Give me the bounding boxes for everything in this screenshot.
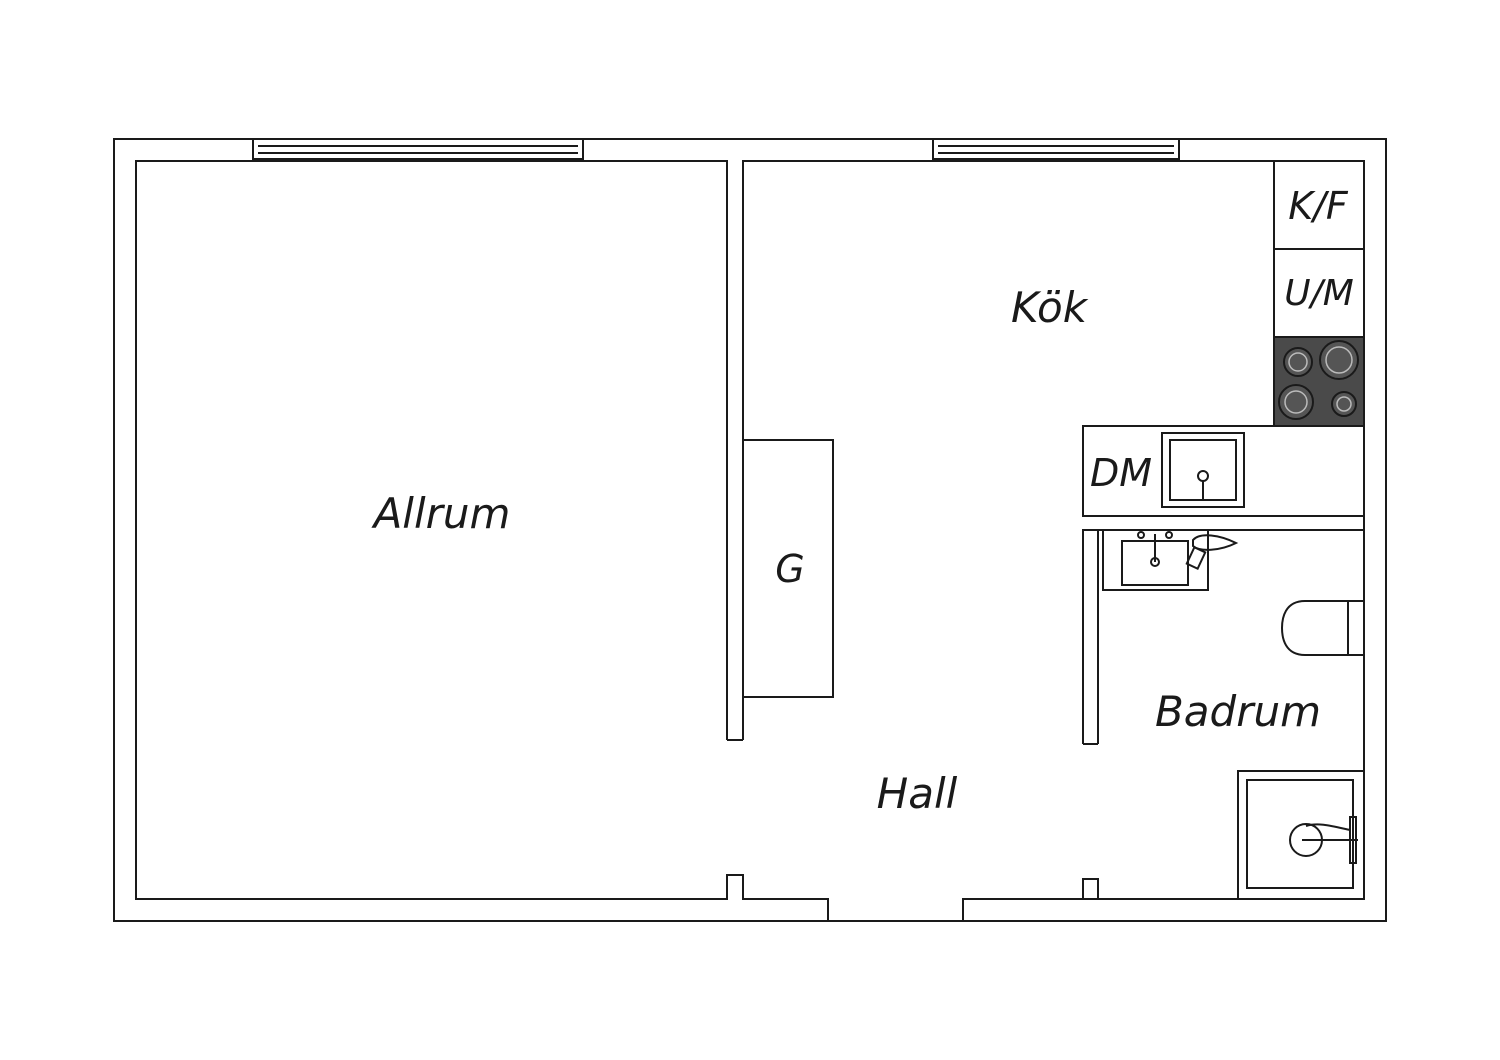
label-kyl-frys: K/F (1288, 184, 1349, 228)
shower-icon (1237, 770, 1365, 900)
label-ugn-micro: U/M (1284, 273, 1354, 314)
room-label-badrum: Badrum (1155, 687, 1321, 736)
wardrobe (742, 439, 834, 698)
label-diskmaskin: DM (1090, 451, 1152, 495)
toilet-icon (1280, 600, 1364, 656)
kitchen-counter (1082, 425, 1364, 517)
outer-walls (113, 138, 1387, 922)
bathroom-sink-icon (1102, 529, 1239, 591)
window-kok (932, 138, 1180, 160)
kitchen-sink-icon (1161, 432, 1245, 508)
room-label-allrum: Allrum (371, 489, 511, 538)
inner-walls (135, 160, 1365, 921)
label-garderob: G (775, 547, 804, 591)
window-allrum (252, 138, 584, 160)
room-label-kok: Kök (1011, 283, 1089, 332)
room-label-hall: Hall (877, 769, 958, 818)
stove-icon (1273, 336, 1365, 427)
